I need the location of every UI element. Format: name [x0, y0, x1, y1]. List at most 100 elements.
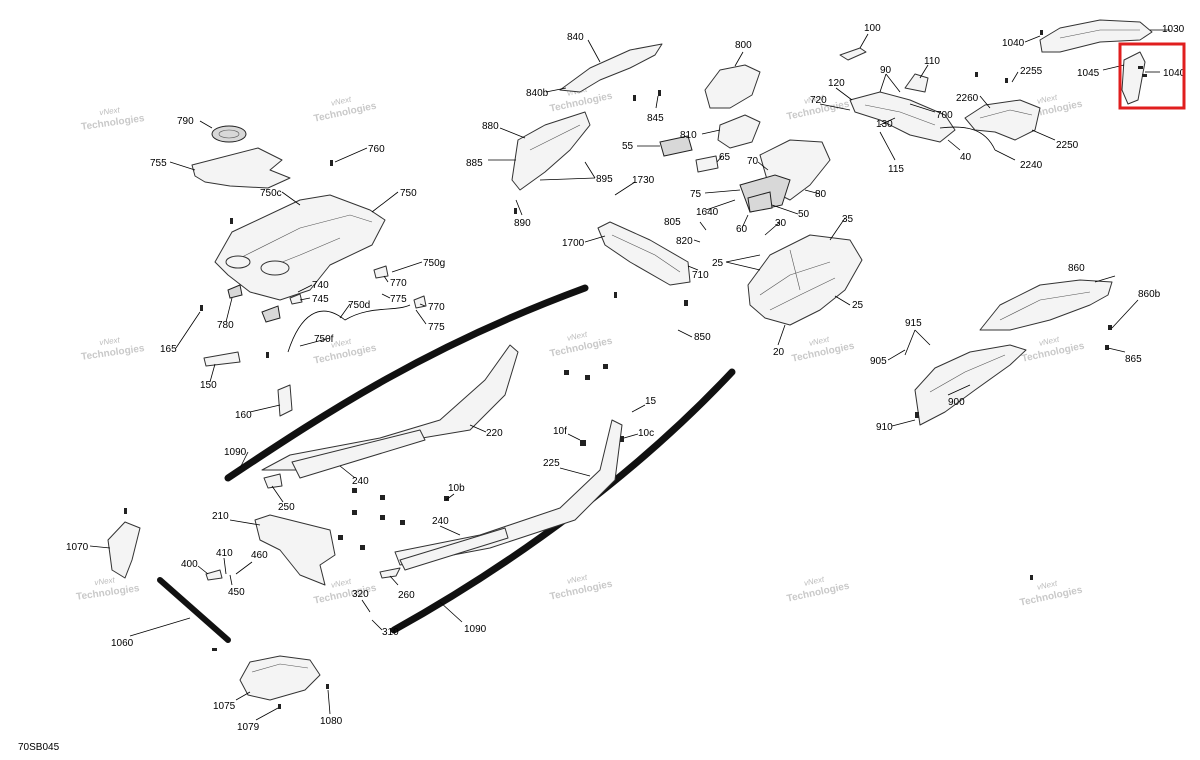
label-770-lower[interactable]: 770: [428, 302, 445, 313]
rail-1090-upper[interactable]: [224, 284, 589, 482]
label-1045[interactable]: 1045: [1077, 68, 1100, 79]
label-1730[interactable]: 1730: [632, 175, 655, 186]
label-310[interactable]: 310: [382, 627, 399, 638]
label-25-left[interactable]: 25: [712, 258, 724, 269]
label-460[interactable]: 460: [251, 550, 268, 561]
panel-1070[interactable]: [107, 521, 141, 579]
label-745[interactable]: 745: [312, 294, 329, 305]
label-70[interactable]: 70: [747, 156, 759, 167]
label-60[interactable]: 60: [736, 224, 748, 235]
label-790[interactable]: 790: [177, 116, 194, 127]
cable-750f[interactable]: [287, 304, 411, 353]
label-740[interactable]: 740: [312, 280, 329, 291]
label-710[interactable]: 710: [692, 270, 709, 281]
part-780[interactable]: [261, 305, 281, 323]
label-2255[interactable]: 2255: [1020, 66, 1043, 77]
trim-240-upper[interactable]: [291, 429, 426, 479]
label-905[interactable]: 905: [870, 356, 887, 367]
label-1030[interactable]: 1030: [1162, 24, 1185, 35]
label-165[interactable]: 165: [160, 344, 177, 355]
label-50[interactable]: 50: [798, 209, 810, 220]
part-745[interactable]: [289, 293, 303, 305]
label-120[interactable]: 120: [828, 78, 845, 89]
part-110[interactable]: [904, 73, 929, 93]
label-770-upper[interactable]: 770: [390, 278, 407, 289]
label-55[interactable]: 55: [622, 141, 634, 152]
label-400[interactable]: 400: [181, 559, 198, 570]
label-865[interactable]: 865: [1125, 354, 1142, 365]
label-75[interactable]: 75: [690, 189, 702, 200]
label-15[interactable]: 15: [645, 396, 657, 407]
label-845[interactable]: 845: [647, 113, 664, 124]
part-150[interactable]: [203, 351, 241, 367]
bracket-120[interactable]: [849, 91, 956, 143]
label-320[interactable]: 320: [352, 589, 369, 600]
label-10f[interactable]: 10f: [553, 426, 567, 437]
label-900[interactable]: 900: [948, 397, 965, 408]
label-780[interactable]: 780: [217, 320, 234, 331]
console-750[interactable]: [214, 194, 386, 301]
panel-880[interactable]: [511, 111, 591, 191]
part-260[interactable]: [379, 567, 401, 579]
emblem-790[interactable]: [211, 125, 247, 143]
label-2250[interactable]: 2250: [1056, 140, 1079, 151]
part-780b[interactable]: [227, 284, 243, 299]
label-800[interactable]: 800: [735, 40, 752, 51]
trim-225[interactable]: [394, 419, 623, 566]
cable-40[interactable]: [939, 126, 996, 151]
label-850[interactable]: 850: [694, 332, 711, 343]
panel-900[interactable]: [914, 344, 1027, 426]
part-55[interactable]: [659, 135, 693, 157]
label-1079[interactable]: 1079: [237, 722, 260, 733]
label-240-lower[interactable]: 240: [432, 516, 449, 527]
label-860[interactable]: 860: [1068, 263, 1085, 274]
mat-755[interactable]: [191, 147, 291, 189]
label-220[interactable]: 220: [486, 428, 503, 439]
part-250[interactable]: [263, 473, 283, 489]
label-1040-right[interactable]: 1040: [1163, 68, 1186, 79]
label-840b[interactable]: 840b: [526, 88, 549, 99]
trim-220[interactable]: [261, 344, 519, 471]
label-225[interactable]: 225: [543, 458, 560, 469]
label-750d[interactable]: 750d: [348, 300, 370, 311]
frame-810[interactable]: [717, 114, 761, 149]
cowl-1030[interactable]: [1039, 19, 1153, 53]
label-1070[interactable]: 1070: [66, 542, 89, 553]
panel-1045[interactable]: [1121, 51, 1146, 105]
cover-800[interactable]: [704, 64, 761, 109]
part-50[interactable]: [747, 191, 773, 213]
label-880[interactable]: 880: [482, 121, 499, 132]
label-35[interactable]: 35: [842, 214, 854, 225]
label-755[interactable]: 755: [150, 158, 167, 169]
label-840[interactable]: 840: [567, 32, 584, 43]
label-700[interactable]: 700: [936, 110, 953, 121]
housing-35[interactable]: [747, 234, 863, 326]
label-65[interactable]: 65: [719, 152, 731, 163]
label-250[interactable]: 250: [278, 502, 295, 513]
label-80[interactable]: 80: [815, 189, 827, 200]
label-890[interactable]: 890: [514, 218, 531, 229]
label-750[interactable]: 750: [400, 188, 417, 199]
label-720[interactable]: 720: [810, 95, 827, 106]
label-915[interactable]: 915: [905, 318, 922, 329]
label-10c[interactable]: 10c: [638, 428, 654, 439]
part-1700[interactable]: [597, 221, 691, 286]
label-1060[interactable]: 1060: [111, 638, 134, 649]
label-775-lower[interactable]: 775: [428, 322, 445, 333]
part-100[interactable]: [839, 47, 867, 61]
label-860b[interactable]: 860b: [1138, 289, 1161, 300]
part-65[interactable]: [695, 155, 719, 173]
label-115[interactable]: 115: [888, 164, 904, 175]
label-450[interactable]: 450: [228, 587, 245, 598]
label-20[interactable]: 20: [773, 347, 785, 358]
cover-1075[interactable]: [239, 655, 321, 701]
assembly-2250[interactable]: [964, 99, 1041, 141]
label-210[interactable]: 210: [212, 511, 229, 522]
part-400[interactable]: [205, 569, 223, 581]
label-1700[interactable]: 1700: [562, 238, 585, 249]
part-160[interactable]: [277, 384, 293, 417]
label-1640[interactable]: 1640: [696, 207, 719, 218]
label-2260[interactable]: 2260: [956, 93, 979, 104]
label-1090-upper[interactable]: 1090: [224, 447, 247, 458]
label-40[interactable]: 40: [960, 152, 972, 163]
